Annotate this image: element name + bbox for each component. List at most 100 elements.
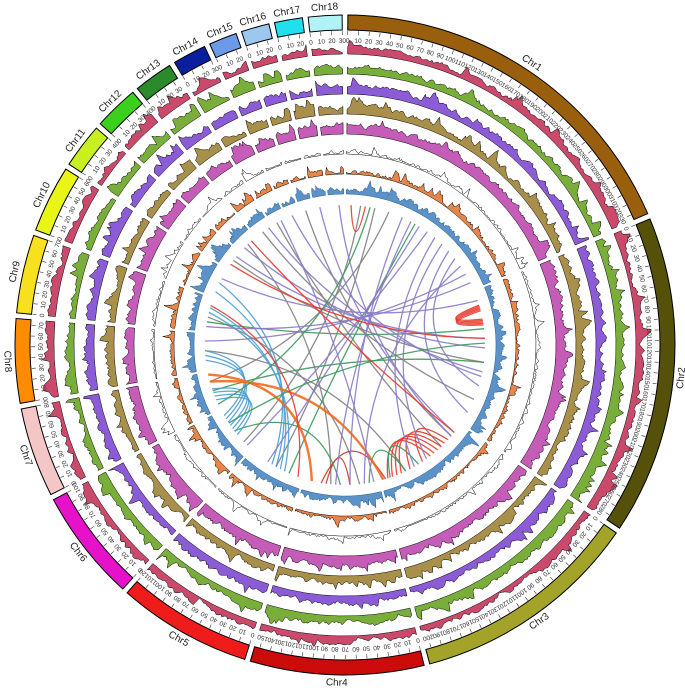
tick-mark	[39, 271, 44, 274]
tick-mark	[302, 652, 304, 657]
tick-mark	[630, 465, 635, 468]
track-histogram	[240, 458, 300, 499]
track-histogram	[293, 99, 316, 120]
track-histogram	[187, 292, 203, 331]
tick-label: 20	[98, 156, 108, 166]
tick-label: 110	[507, 592, 520, 604]
track-histogram	[230, 140, 256, 165]
density-track	[64, 63, 631, 627]
tick-mark	[600, 167, 605, 171]
tick-label: 90	[320, 644, 328, 651]
tick-mark	[461, 54, 464, 59]
tick-mark	[631, 224, 636, 227]
tick-label: 160	[500, 82, 513, 94]
track-histogram	[223, 179, 244, 197]
ideogram-chr13	[136, 64, 179, 101]
chromosome-label: Chr9	[7, 260, 23, 284]
tick-mark	[154, 591, 158, 595]
synteny-link	[209, 307, 287, 470]
tick-mark	[199, 619, 202, 624]
track-histogram	[303, 153, 321, 159]
tick-mark	[216, 58, 219, 63]
track-histogram	[122, 327, 138, 385]
tick-label: 60	[51, 249, 60, 258]
tick-label: 20	[165, 91, 175, 101]
tick-label: 60	[38, 332, 45, 340]
tick-mark	[626, 474, 631, 478]
tick-mark	[111, 134, 116, 138]
track-histogram	[281, 44, 308, 62]
track-histogram	[470, 285, 507, 434]
tick-mark	[611, 503, 615, 506]
synteny-link	[243, 205, 362, 443]
tick-label: 30	[218, 619, 228, 628]
tick-mark	[408, 648, 411, 653]
tick-mark	[39, 415, 44, 417]
track-histogram	[346, 77, 589, 246]
track-histogram	[553, 245, 607, 489]
track-histogram	[160, 240, 184, 279]
track-histogram	[419, 510, 592, 632]
track-histogram	[206, 159, 234, 182]
tick-label: 30	[632, 254, 641, 263]
ideogram-chr15	[209, 32, 242, 59]
density-track	[41, 39, 652, 646]
tick-label: 90	[436, 52, 445, 61]
track-histogram	[83, 393, 122, 462]
tick-mark	[535, 97, 539, 101]
tick-label: 10	[238, 626, 248, 635]
tick-label: 140	[644, 366, 652, 378]
track-histogram	[158, 199, 187, 230]
tick-label: 30	[113, 542, 123, 552]
track-histogram	[185, 518, 276, 572]
synteny-link	[204, 349, 245, 417]
tick-mark	[108, 138, 112, 142]
tick-label: 50	[38, 343, 45, 351]
synteny-link	[205, 349, 407, 472]
synteny-link	[217, 207, 371, 405]
ideogram-chr14	[173, 45, 212, 76]
track-histogram	[325, 165, 344, 176]
tick-label: 30	[383, 642, 392, 650]
track-histogram	[186, 424, 231, 475]
synteny-link	[206, 282, 471, 330]
track-histogram	[98, 471, 163, 551]
tick-label: 330	[616, 213, 627, 226]
synteny-link	[368, 449, 407, 483]
tick-label: 100	[444, 55, 457, 65]
track-histogram	[125, 271, 147, 325]
tick-label: 10	[192, 75, 202, 85]
tick-label: 20	[201, 70, 211, 80]
tick-mark	[518, 84, 521, 89]
tick-mark	[134, 111, 138, 115]
tick-label: 150	[491, 76, 504, 88]
tick-label: 40	[106, 534, 116, 544]
chromosome-label: Chr8	[1, 350, 13, 373]
synteny-link	[456, 310, 484, 326]
track-histogram	[300, 489, 385, 509]
tick-label: 10	[255, 49, 264, 58]
track-histogram	[197, 91, 230, 114]
tick-label: 10	[225, 59, 235, 68]
tick-label: 0	[70, 479, 78, 486]
tick-mark	[509, 78, 512, 83]
tick-mark	[164, 87, 168, 92]
track-histogram	[586, 230, 652, 511]
tick-label: 130	[277, 638, 289, 647]
tick-mark	[500, 73, 503, 77]
tick-mark	[526, 90, 530, 95]
tick-label: 10	[92, 165, 102, 175]
tick-label: 10	[157, 97, 167, 107]
tick-mark	[147, 100, 151, 105]
tick-label: 160	[461, 618, 474, 629]
synteny-link	[394, 435, 439, 476]
tick-label: 60	[190, 604, 200, 614]
synteny-link	[247, 243, 332, 485]
synteny-link	[250, 240, 455, 433]
tick-mark	[96, 534, 101, 538]
track-histogram	[503, 271, 545, 453]
tick-label: 10	[354, 38, 362, 45]
tick-mark	[137, 577, 141, 581]
track-histogram	[246, 208, 266, 229]
tick-mark	[162, 597, 166, 602]
